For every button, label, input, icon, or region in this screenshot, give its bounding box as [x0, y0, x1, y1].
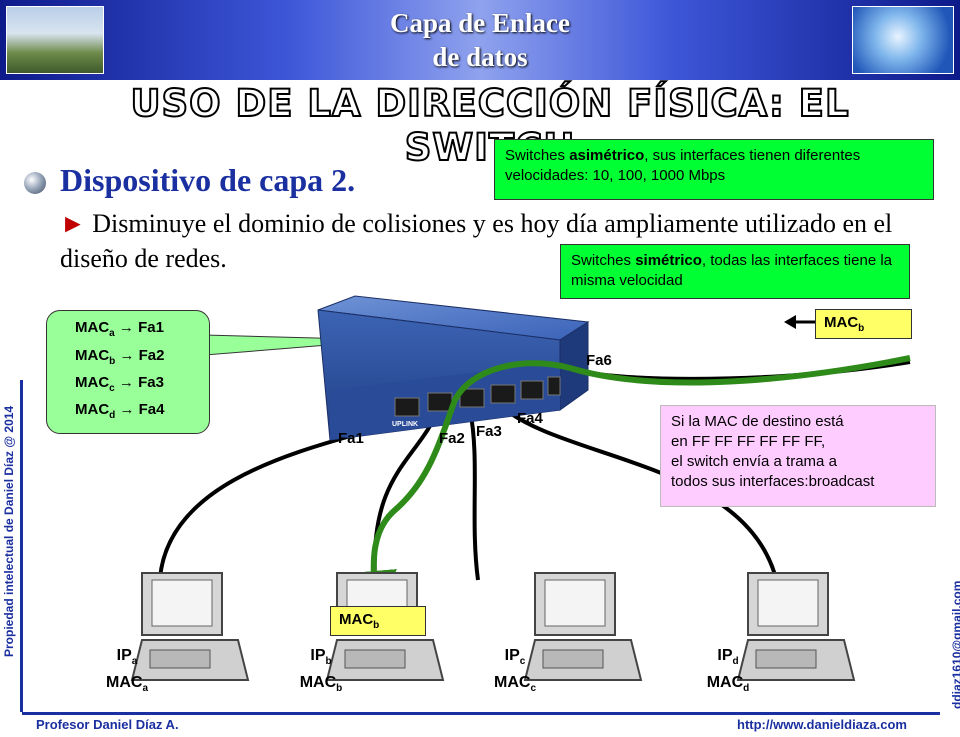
left-rule	[20, 380, 23, 712]
header-title-line1: Capa de Enlace	[389, 8, 570, 38]
pc-c-label: IPc MACc	[494, 647, 536, 695]
callout-asym-bold: asimétrico	[569, 147, 645, 164]
port-fa2	[427, 392, 453, 412]
mac-table-row: MACa → Fa1	[75, 319, 164, 339]
callout-asym-post: , sus interfaces tienen diferentes veloc…	[505, 147, 861, 184]
bullet-sub-text: Disminuye el dominio de colisiones y es …	[60, 209, 893, 273]
header-title: Capa de Enlace de datos	[330, 6, 630, 74]
broadcast-line: todos sus interfaces:broadcast	[671, 473, 875, 490]
frame-in-label: MACb	[815, 309, 912, 339]
mac-table-row: MACb → Fa2	[75, 347, 165, 367]
bullet-main: Dispositivo de capa 2.	[60, 162, 356, 198]
arrow-right-icon: →	[119, 401, 135, 418]
sidebar-copyright: Propiedad intelectual de Daniel Díaz @ 2…	[2, 405, 16, 657]
header-title-line2: de datos	[432, 42, 528, 72]
callout-asymmetric: Switches asimétrico, sus interfaces tien…	[494, 139, 934, 200]
port-fa1	[394, 397, 420, 417]
port-fa5	[520, 380, 544, 400]
frame-path	[349, 355, 911, 619]
cable-fa3	[468, 409, 480, 581]
port-fa3	[459, 388, 485, 408]
port-label-fa4: Fa4	[517, 410, 543, 427]
port-label-fa1: Fa1	[338, 430, 364, 447]
callout-broadcast: Si la MAC de destino está en FF FF FF FF…	[660, 405, 936, 507]
callout-sym-bold: simétrico	[635, 252, 702, 269]
frame-out-label: MACb	[330, 606, 426, 636]
frame-in-arrow-head	[784, 315, 796, 329]
header-photo-right	[852, 6, 954, 74]
mac-table-row: MACd → Fa4	[75, 401, 165, 421]
callout-symmetric: Switches simétrico, todas las interfaces…	[560, 244, 910, 299]
pc-d	[736, 572, 856, 681]
broadcast-line: Si la MAC de destino está	[671, 413, 844, 430]
switch-ports	[394, 376, 561, 417]
switch-brand: UPLINK	[392, 421, 418, 428]
port-fa4	[490, 384, 516, 404]
pc-c	[523, 572, 643, 681]
callout-asym-pre: Switches	[505, 147, 570, 164]
footer-url[interactable]: http://www.danieldiaza.com	[737, 717, 907, 732]
cable-fa1	[158, 418, 406, 579]
port-label-fa2: Fa2	[439, 430, 465, 447]
callout-sym-post: , todas las interfaces tiene la misma ve…	[571, 252, 893, 289]
broadcast-line: en FF FF FF FF FF FF,	[671, 433, 826, 450]
arrow-right-icon: →	[118, 319, 134, 336]
mac-table-row: MACc → Fa3	[75, 374, 164, 394]
port-fa6	[547, 376, 561, 396]
bullet-sub: ► Disminuye el dominio de colisiones y e…	[60, 206, 910, 276]
port-label-fa6: Fa6	[586, 352, 612, 369]
cable-fa4	[498, 403, 777, 576]
mac-address-table: MACa → Fa1 MACb → Fa2 MACc → Fa3 MACd → …	[46, 310, 210, 434]
port-label-fa3: Fa3	[476, 423, 502, 440]
pc-b-label: IPb MACb	[299, 647, 343, 695]
pc-a	[130, 572, 250, 681]
triangle-arrow-icon: ►	[60, 209, 86, 238]
pc-a-label: IPa MACa	[106, 647, 148, 695]
header-banner	[0, 0, 960, 80]
arrow-right-icon: →	[119, 347, 135, 364]
sidebar-email: ddiaz1610@gmail.com	[950, 580, 960, 709]
bullet-sphere-icon	[24, 172, 46, 194]
pc-d-label: IPd MACd	[706, 647, 750, 695]
callout-sym-pre: Switches	[571, 252, 636, 269]
arrow-right-icon: →	[118, 374, 134, 391]
footer-author: Profesor Daniel Díaz A.	[36, 717, 179, 732]
broadcast-line: el switch envía a trama a	[671, 453, 837, 470]
footer-rule	[22, 712, 940, 715]
header-photo-left	[6, 6, 104, 74]
